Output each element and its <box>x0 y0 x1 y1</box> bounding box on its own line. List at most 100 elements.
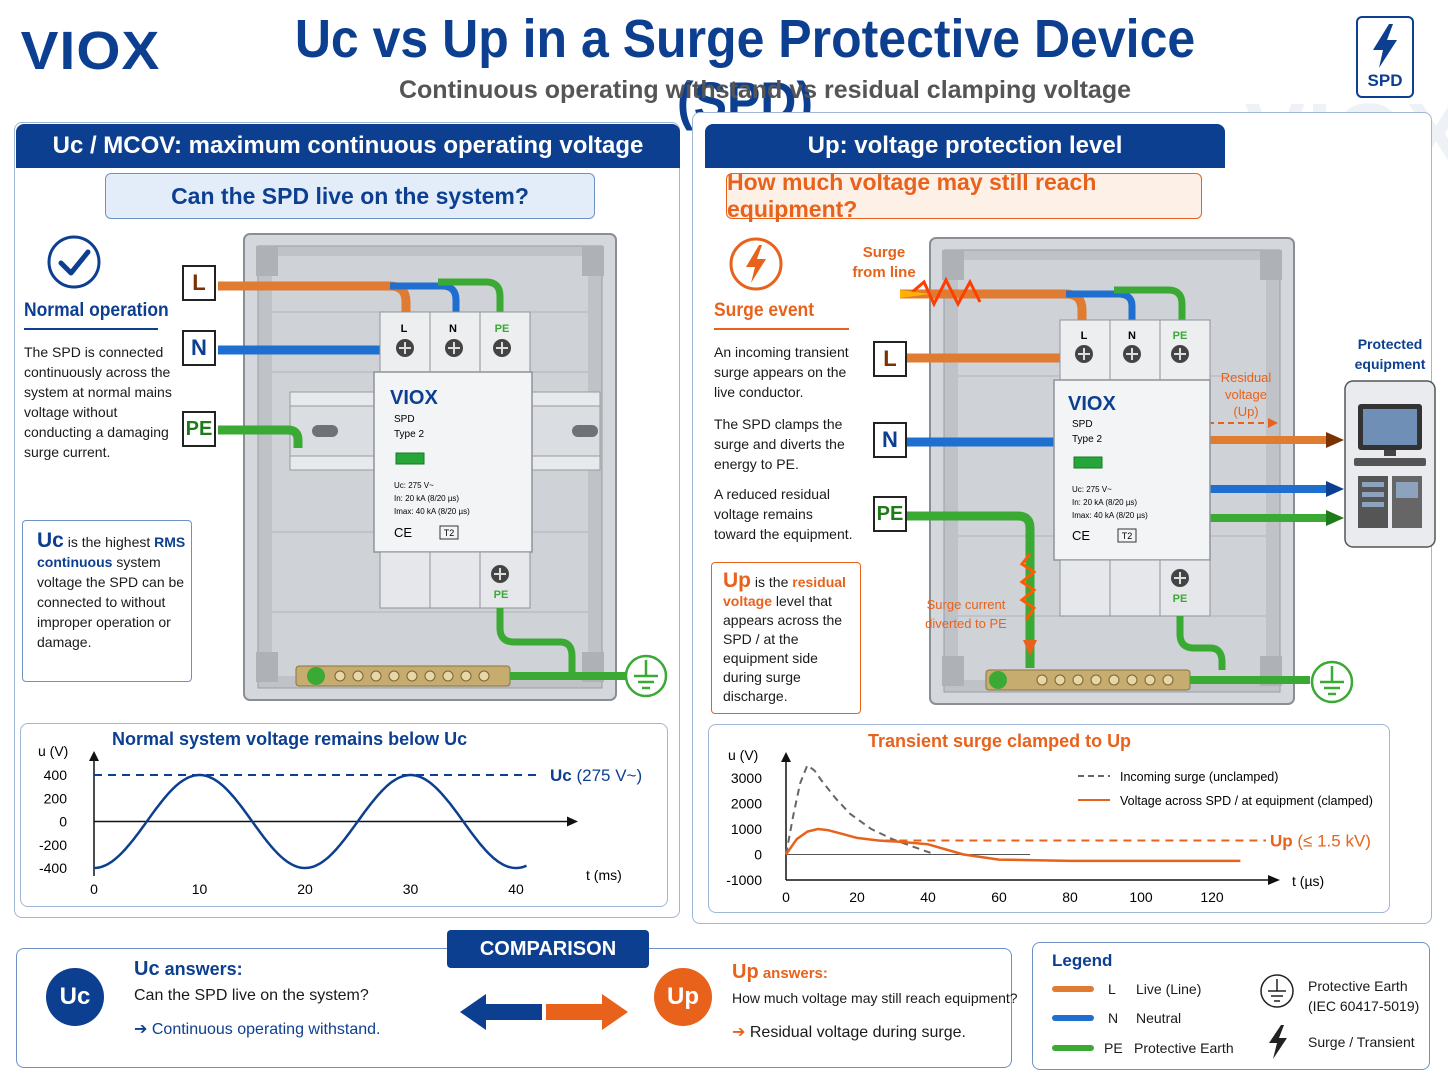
uc-badge: Uc <box>46 968 104 1026</box>
y-axis-arrow <box>89 751 99 761</box>
x-tick-label: 0 <box>90 881 98 897</box>
server-icon <box>1358 476 1422 528</box>
uc-chart-title: Normal system voltage remains below Uc <box>112 729 468 749</box>
uc-term: Uc <box>37 529 64 552</box>
svg-text:SPD: SPD <box>394 414 415 425</box>
up-threshold-label: Up (≤ 1.5 kV) <box>1270 832 1371 851</box>
earth-icon <box>1260 974 1294 1008</box>
uc-heading: Uc / MCOV: maximum continuous operating … <box>16 124 680 168</box>
x-tick-label: 30 <box>403 881 419 897</box>
legend-panel <box>1032 942 1430 1070</box>
page-title: Uc vs Up in a Surge Protective Device (S… <box>294 8 1196 132</box>
spd-terminal-l: L <box>401 323 408 335</box>
y-axis-arrow <box>781 752 791 762</box>
spd-terminal-pe: PE <box>495 323 510 335</box>
computer-icon <box>1354 404 1426 466</box>
tag-n: N <box>182 330 216 366</box>
x-tick-label: 20 <box>297 881 313 897</box>
y-tick-label: -1000 <box>726 872 762 888</box>
y-tick-label: 2000 <box>731 796 762 812</box>
spd-brand: VIOX <box>390 387 438 409</box>
x-axis-label: t (µs) <box>1292 873 1324 889</box>
check-circle-icon <box>47 235 101 289</box>
x-tick-label: 100 <box>1129 889 1153 905</box>
ce-mark: CE <box>394 525 412 540</box>
tag-pe: PE <box>182 411 216 447</box>
legend-swatch <box>1052 986 1094 992</box>
normal-operation-text: The SPD is connected continuously across… <box>24 344 172 460</box>
tag-l: L <box>873 341 907 377</box>
legend-earth-label: Protective Earth(IEC 60417-5019) <box>1308 978 1420 1014</box>
y-tick-label: 400 <box>44 767 68 783</box>
y-tick-label: 1000 <box>731 821 762 837</box>
lightning-circle-icon <box>729 237 783 291</box>
legend-title: Legend <box>1052 951 1113 970</box>
svg-text:VIOX: VIOX <box>1068 393 1116 415</box>
surge-event-p2: The SPD clamps the surge and diverts the… <box>714 416 845 472</box>
svg-text:PE: PE <box>1173 330 1188 342</box>
surge-event-p3: A reduced residual voltage remains towar… <box>714 486 853 542</box>
uc-answers-question: Can the SPD live on the system? <box>134 987 369 1004</box>
spd-badge: SPD <box>1356 16 1414 98</box>
y-tick-label: 0 <box>754 847 762 863</box>
x-axis-arrow <box>567 816 578 827</box>
up-answers-question: How much voltage may still reach equipme… <box>732 990 1018 1006</box>
x-tick-label: 10 <box>192 881 208 897</box>
up-answers-answer: ➔ Residual voltage during surge. <box>732 1024 966 1041</box>
up-definition-box <box>711 562 861 714</box>
x-tick-label: 80 <box>1062 889 1078 905</box>
sine-wave-series <box>93 773 527 870</box>
protected-equipment <box>1344 380 1436 548</box>
up-answers-title: Up answers: <box>732 961 828 983</box>
surge-event-p1: An incoming transient surge appears on t… <box>714 344 849 400</box>
up-badge: Up <box>654 968 712 1026</box>
svg-text:PE: PE <box>1173 593 1188 605</box>
x-tick-label: 0 <box>782 889 790 905</box>
arrow-right-icon: ➔ <box>732 1024 750 1041</box>
spd-terminal-n: N <box>449 323 457 335</box>
y-axis-label: u (V) <box>728 747 758 763</box>
svg-text:Imax: 40 kA (8/20 µs): Imax: 40 kA (8/20 µs) <box>394 507 470 516</box>
spd-badge-label: SPD <box>1367 71 1403 90</box>
up-heading: Up: voltage protection level <box>705 124 1225 168</box>
x-tick-label: 40 <box>920 889 936 905</box>
svg-text:Type 2: Type 2 <box>394 429 424 440</box>
arrow-right-icon: ➔ <box>134 1021 152 1038</box>
surge-event-title: Surge event <box>714 300 815 321</box>
normal-operation-title: Normal operation <box>24 300 169 321</box>
up-term: Up <box>723 569 751 592</box>
uc-definition-box <box>22 520 192 682</box>
svg-text:L: L <box>1081 330 1088 342</box>
svg-text:CE: CE <box>1072 528 1090 543</box>
lightning-icon <box>1373 24 1397 68</box>
legend-label: Incoming surge (unclamped) <box>1120 770 1278 784</box>
x-axis-arrow <box>1268 875 1280 885</box>
y-tick-label: -200 <box>39 837 67 853</box>
y-tick-label: 200 <box>44 790 68 806</box>
compare-arrows-icon <box>460 994 628 1030</box>
legend-surge-label: Surge / Transient <box>1308 1034 1415 1050</box>
svg-text:Uc: 275 V~: Uc: 275 V~ <box>1072 485 1112 494</box>
y-tick-label: -400 <box>39 860 67 876</box>
up-definition: Up is the residual voltage level that ap… <box>723 569 846 704</box>
clamped-voltage-series <box>784 827 1241 863</box>
svg-text:N: N <box>1128 330 1136 342</box>
y-axis-label: u (V) <box>38 743 68 759</box>
uc-highlight: RMS continuous <box>37 534 186 570</box>
up-highlight: residual voltage <box>723 574 846 609</box>
comparison-label: COMPARISON <box>447 930 649 968</box>
legend-swatch <box>1052 1015 1094 1021</box>
x-tick-label: 40 <box>508 881 524 897</box>
x-tick-label: 60 <box>991 889 1007 905</box>
svg-text:Imax: 40 kA (8/20 µs): Imax: 40 kA (8/20 µs) <box>1072 511 1148 520</box>
up-question: How much voltage may still reach equipme… <box>726 169 1202 222</box>
tag-l: L <box>182 265 216 301</box>
svg-text:Type 2: Type 2 <box>1072 434 1102 445</box>
svg-text:T2: T2 <box>1122 531 1133 541</box>
t2-mark: T2 <box>444 528 455 538</box>
